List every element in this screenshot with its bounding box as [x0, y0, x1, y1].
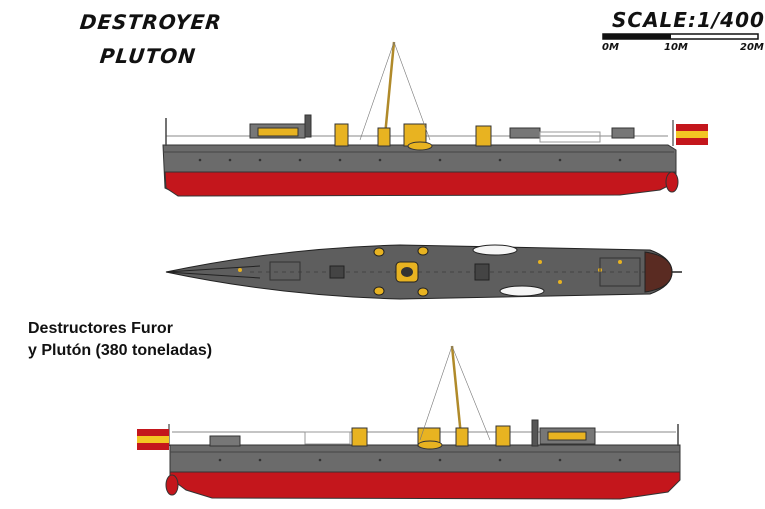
plan-view: [165, 244, 682, 300]
caption-line-2: y Plutón (380 toneladas): [28, 342, 213, 359]
caption: Destructores Furor y Plutón (380 tonelad…: [28, 318, 212, 362]
profile-view-top: [162, 41, 708, 197]
scale-label: SCALE:1/400: [612, 8, 765, 32]
scale-tick-0: 0M: [602, 42, 619, 53]
scale-tick-10: 10M: [664, 42, 688, 53]
scale-tick-20: 20M: [740, 42, 764, 53]
profile-view-bottom: [137, 345, 681, 500]
scale-bar: [602, 33, 759, 40]
caption-line-1: Destructores Furor: [28, 320, 173, 337]
